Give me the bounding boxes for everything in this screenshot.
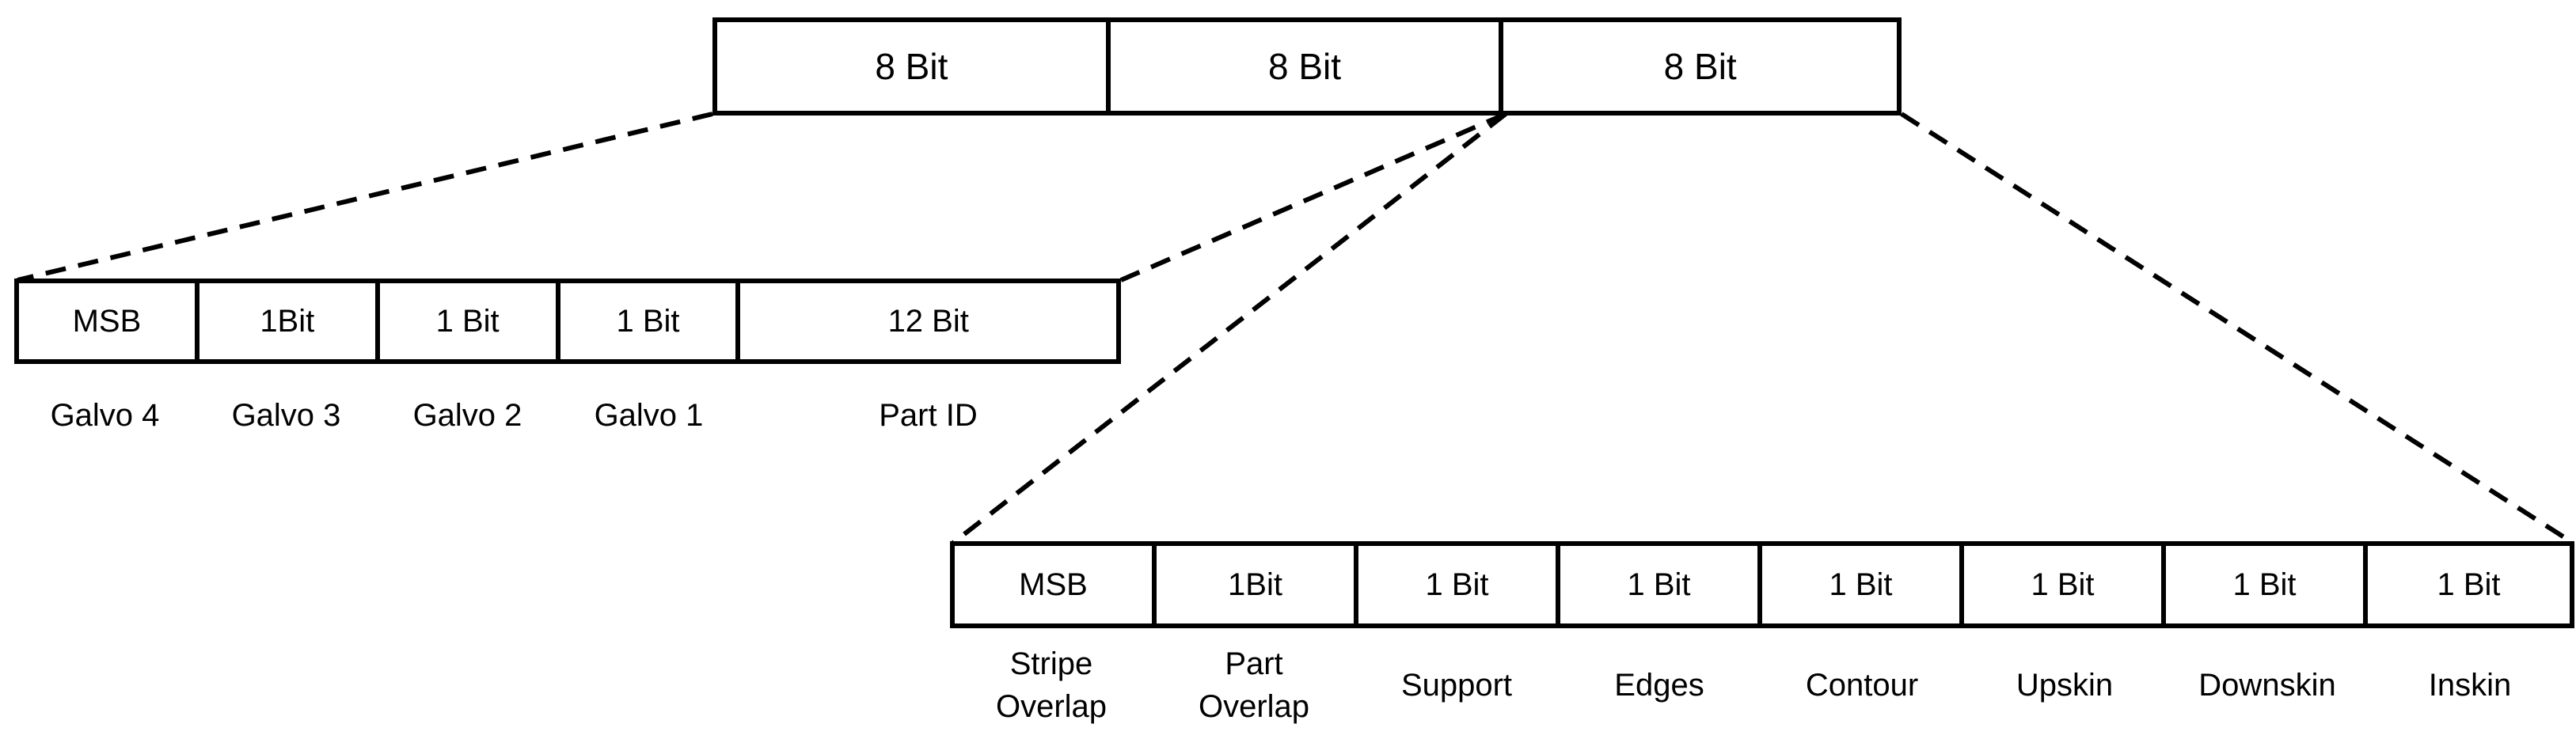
right-cell-msb: MSB	[955, 546, 1157, 623]
label-galvo-3: Galvo 3	[231, 398, 341, 433]
label-edges-wrap: Edges	[1558, 641, 1761, 730]
right-cell-4: 1 Bit	[1560, 546, 1762, 623]
left-labels: Galvo 4 Galvo 3 Galvo 2 Galvo 1 Part ID	[14, 394, 1121, 437]
connector-right-end	[1900, 112, 2574, 545]
label-part-overlap: Part Overlap	[1198, 646, 1310, 724]
label-edges: Edges	[1614, 668, 1704, 703]
right-labels: Stripe Overlap Part Overlap Support Edge…	[950, 641, 2574, 730]
label-galvo-1: Galvo 1	[594, 398, 704, 433]
label-contour: Contour	[1805, 668, 1919, 703]
left-cell-4: 1 Bit	[560, 283, 741, 359]
right-cell-8: 1 Bit	[2437, 567, 2501, 602]
connector-left-start	[17, 112, 713, 282]
connector-right-start	[952, 112, 1507, 545]
label-stripe-overlap: Stripe Overlap	[995, 646, 1108, 724]
label-inskin: Inskin	[2428, 668, 2512, 703]
left-cell-msb: MSB	[19, 283, 199, 359]
label-downskin: Downskin	[2198, 668, 2336, 703]
label-upskin: Upskin	[2016, 668, 2114, 703]
label-support-wrap: Support	[1355, 641, 1558, 730]
label-inskin-wrap: Inskin	[2369, 641, 2571, 730]
connector-left-end	[1119, 112, 1507, 282]
label-part-overlap-wrap: Part Overlap	[1153, 641, 1355, 730]
label-part-id: Part ID	[879, 398, 978, 433]
left-cell-part-id: 12 Bit	[887, 303, 969, 339]
label-galvo-2: Galvo 2	[412, 398, 522, 433]
label-upskin-wrap: Upskin	[1963, 641, 2166, 730]
right-cell-2: 1Bit	[1157, 546, 1358, 623]
left-cell-2: 1Bit	[199, 283, 380, 359]
top-byte-row: 8 Bit 8 Bit 8 Bit	[712, 17, 1902, 116]
right-cell-6: 1 Bit	[1964, 546, 2166, 623]
label-stripe-overlap-wrap: Stripe Overlap	[950, 641, 1153, 730]
left-cell-3: 1 Bit	[380, 283, 560, 359]
label-galvo-4: Galvo 4	[50, 398, 160, 433]
label-support: Support	[1400, 668, 1513, 703]
right-cell-5: 1 Bit	[1762, 546, 1964, 623]
right-cell-7: 1 Bit	[2166, 546, 2368, 623]
left-breakdown-row: MSB 1Bit 1 Bit 1 Bit 12 Bit	[14, 279, 1121, 364]
right-breakdown-row: MSB 1Bit 1 Bit 1 Bit 1 Bit 1 Bit 1 Bit 1…	[950, 541, 2574, 628]
top-cell-2: 8 Bit	[1111, 22, 1504, 111]
top-cell-3: 8 Bit	[1663, 46, 1737, 87]
right-cell-3: 1 Bit	[1358, 546, 1560, 623]
top-cell-1: 8 Bit	[717, 22, 1111, 111]
label-contour-wrap: Contour	[1761, 641, 1963, 730]
label-downskin-wrap: Downskin	[2166, 641, 2369, 730]
